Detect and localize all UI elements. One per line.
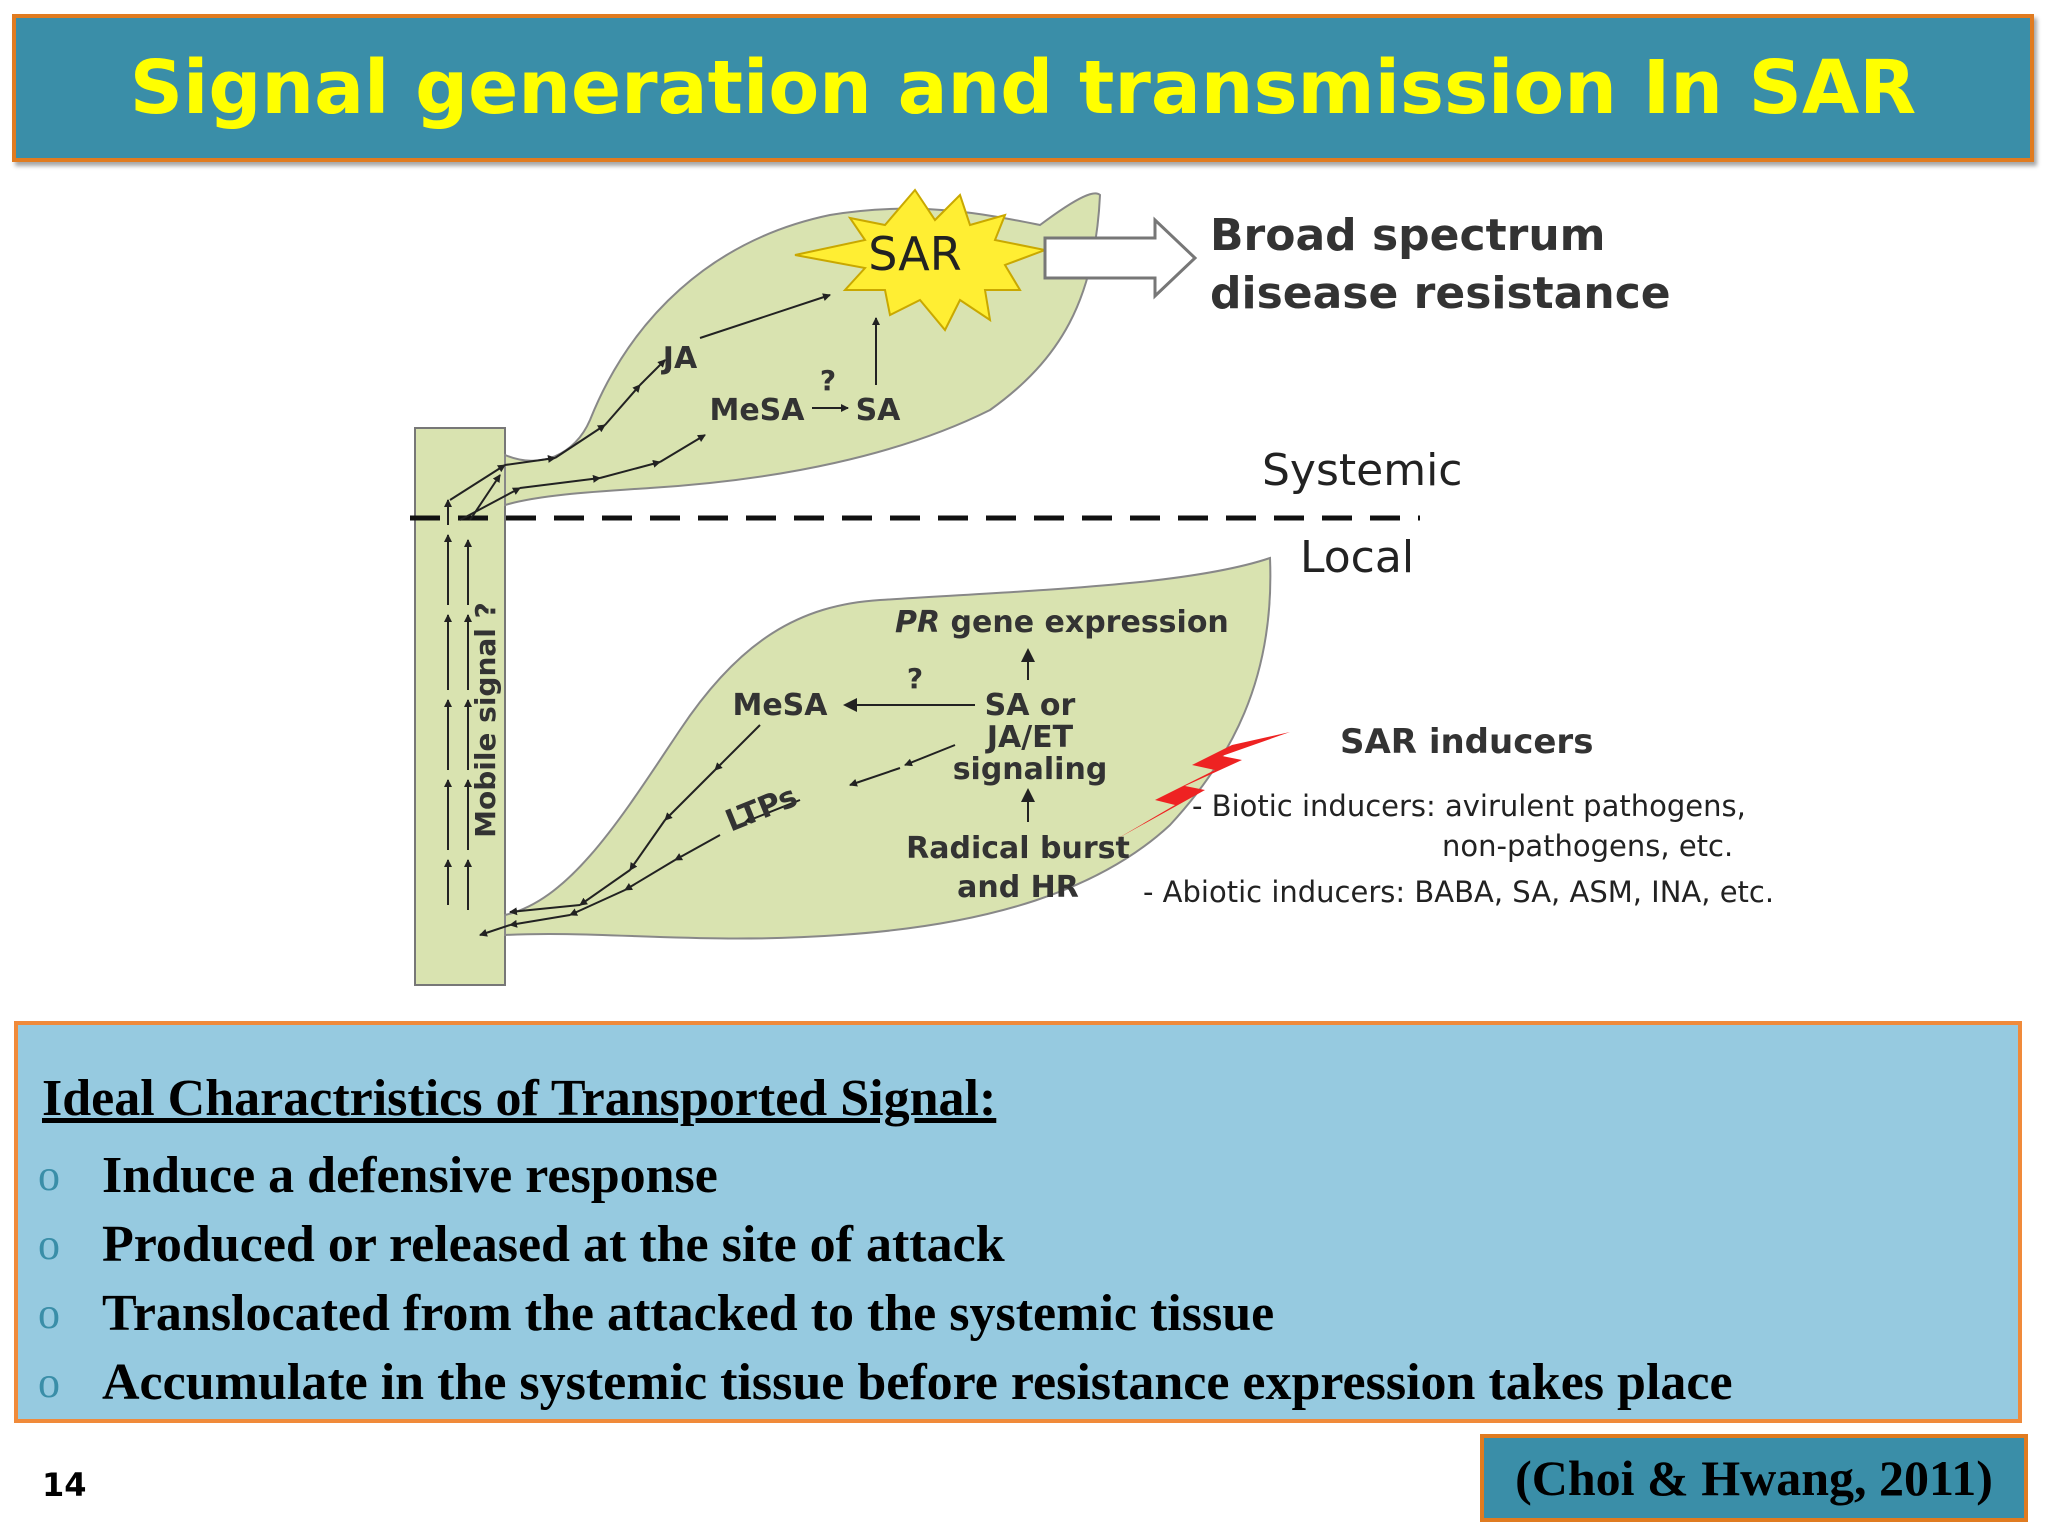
list-item-text: Induce a defensive response xyxy=(102,1147,718,1204)
and-hr-label: and HR xyxy=(957,870,1079,905)
pr-gene-expression-label: PR gene expression xyxy=(895,605,1229,640)
broad-spectrum-line1: Broad spectrum xyxy=(1210,210,1605,261)
page-number: 14 xyxy=(42,1466,87,1504)
biotic-inducers-line2: non-pathogens, etc. xyxy=(1442,829,1733,863)
radical-burst-label: Radical burst xyxy=(906,831,1130,866)
lower-leaf xyxy=(504,556,1272,940)
mobile-signal-label: Mobile signal ? xyxy=(469,602,502,838)
mesa-bottom-label: MeSA xyxy=(732,688,828,723)
bullet-circle-icon: o xyxy=(38,1220,60,1269)
characteristics-list: o Induce a defensive response o Produced… xyxy=(38,1141,1733,1417)
sar-inducers-label: SAR inducers xyxy=(1340,722,1593,762)
sar-starburst xyxy=(794,188,1049,332)
question-bottom-label: ? xyxy=(907,662,923,695)
upper-signal-arrows xyxy=(449,293,880,521)
bullet-circle-icon: o xyxy=(38,1151,60,1200)
slide-title: Signal generation and transmission In SA… xyxy=(129,45,1917,131)
list-item: o Accumulate in the systemic tissue befo… xyxy=(38,1348,1733,1417)
lower-signal-arrows xyxy=(479,648,1035,937)
bullet-circle-icon: o xyxy=(38,1358,60,1407)
sar-diagram: SAR Broad spectrum disease resistance Sy… xyxy=(410,188,1774,986)
stem-arrows xyxy=(444,474,501,910)
list-item-text: Accumulate in the systemic tissue before… xyxy=(102,1354,1733,1411)
characteristics-heading: Ideal Charactristics of Transported Sign… xyxy=(42,1070,997,1127)
biotic-inducers-line1: - Biotic inducers: avirulent pathogens, xyxy=(1192,789,1746,823)
citation-text: (Choi & Hwang, 2011) xyxy=(1515,1450,1993,1506)
ja-label: JA xyxy=(661,341,698,376)
title-bar: Signal generation and transmission In SA… xyxy=(12,14,2034,162)
list-item: o Produced or released at the site of at… xyxy=(38,1210,1733,1279)
sar-label: SAR xyxy=(868,227,961,281)
ja-et-label: JA/ET xyxy=(985,720,1074,755)
sa-or-label: SA or xyxy=(985,688,1076,723)
upper-leaf xyxy=(504,192,1102,507)
stem xyxy=(414,427,506,986)
question-top-label: ? xyxy=(820,364,836,397)
list-item: o Translocated from the attacked to the … xyxy=(38,1279,1733,1348)
signaling-label: signaling xyxy=(953,752,1108,787)
characteristics-box: Ideal Charactristics of Transported Sign… xyxy=(14,1021,2022,1423)
bullet-circle-icon: o xyxy=(38,1289,60,1338)
broad-spectrum-line2: disease resistance xyxy=(1210,268,1671,319)
abiotic-inducers-line: - Abiotic inducers: BABA, SA, ASM, INA, … xyxy=(1143,875,1774,909)
mesa-top-label: MeSA xyxy=(709,393,805,428)
local-label: Local xyxy=(1300,532,1414,583)
citation-box: (Choi & Hwang, 2011) xyxy=(1480,1434,2028,1522)
list-item: o Induce a defensive response xyxy=(38,1141,1733,1210)
sa-top-label: SA xyxy=(856,393,902,428)
systemic-label: Systemic xyxy=(1262,445,1463,496)
hollow-arrow xyxy=(1043,216,1198,300)
list-item-text: Produced or released at the site of atta… xyxy=(102,1216,1005,1273)
list-item-text: Translocated from the attacked to the sy… xyxy=(102,1285,1275,1342)
